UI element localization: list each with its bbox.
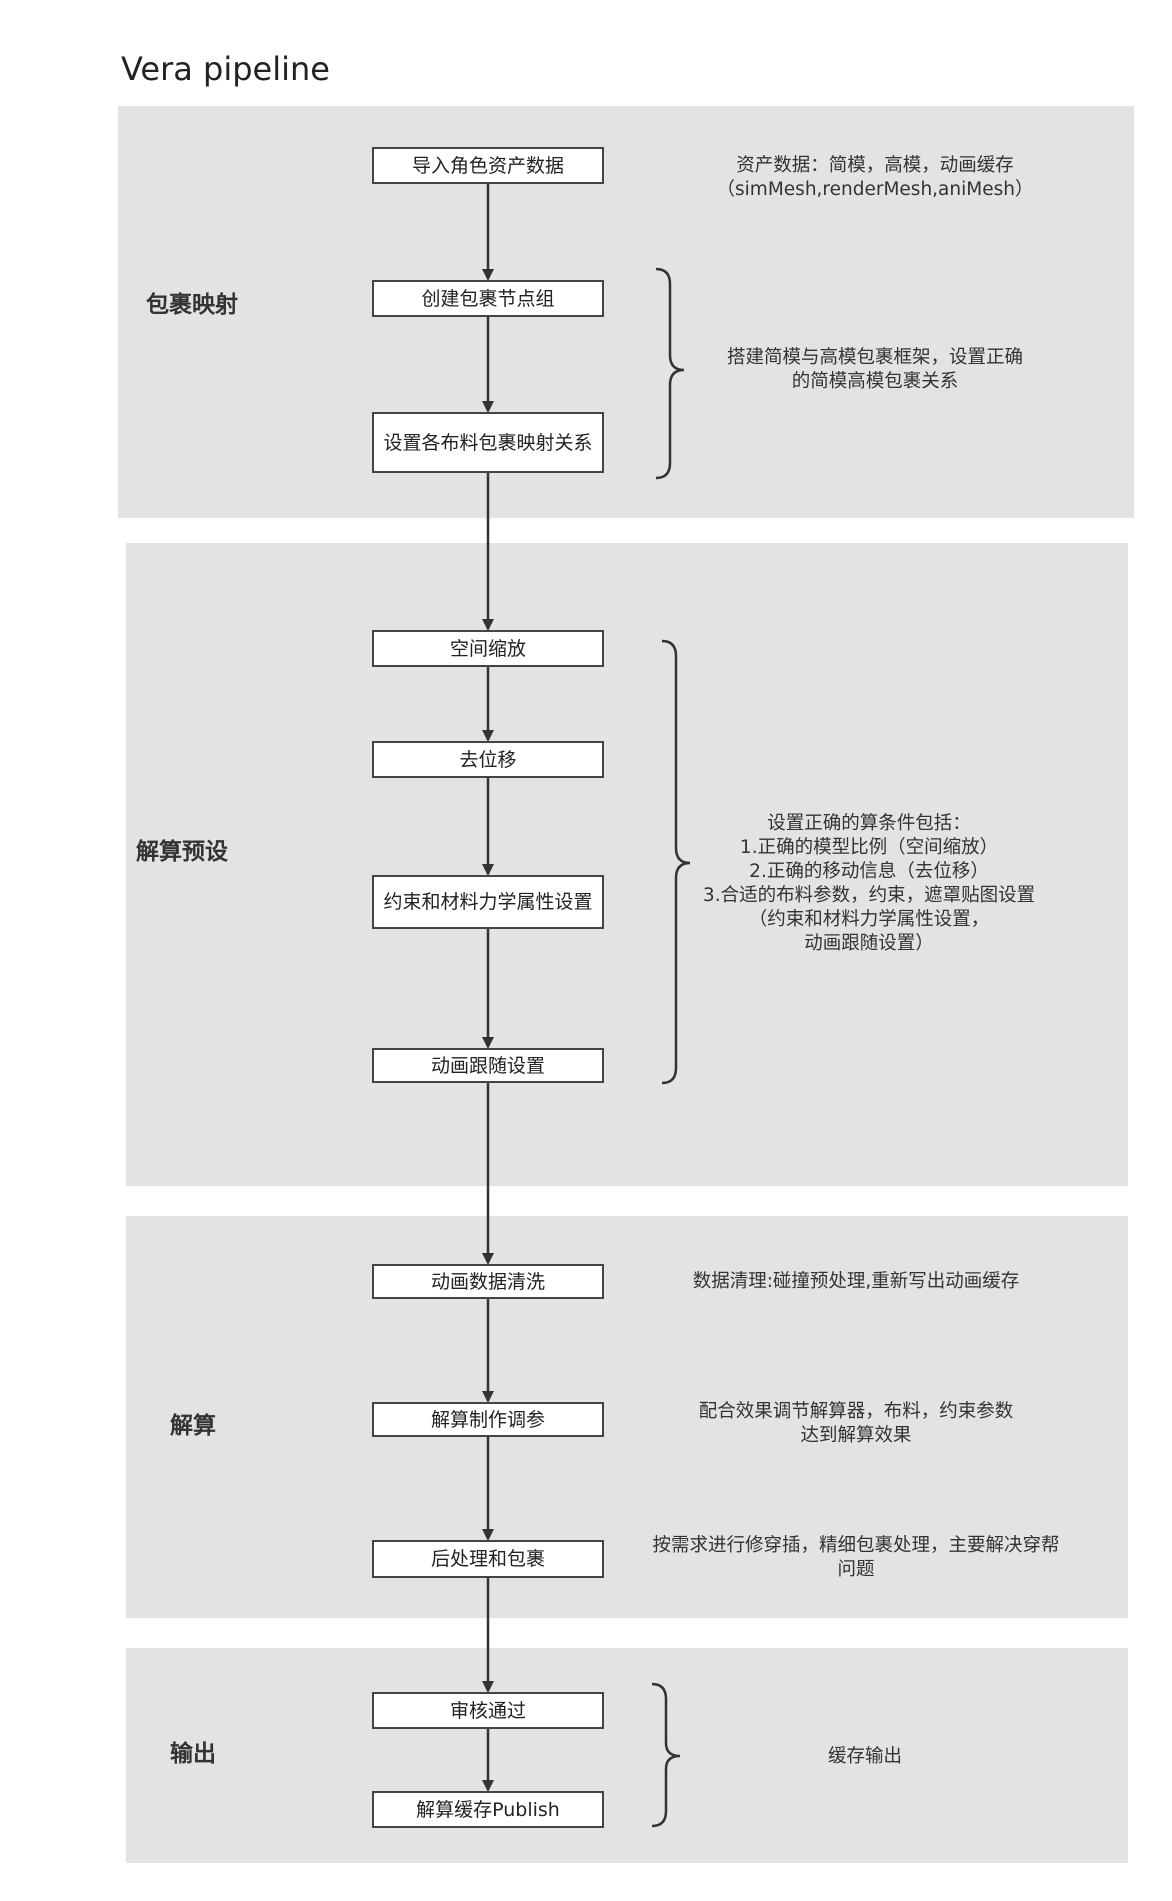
note-cache-output: 缓存输出 — [827, 1746, 902, 1767]
step-review: 审核通过 — [372, 1692, 604, 1729]
step-constraint-material: 约束和材料力学属性设置 — [372, 875, 604, 929]
note-asset-data: 资产数据：简模，高模，动画缓存 （simMesh,renderMesh,aniM… — [716, 155, 1034, 200]
diagram-title: Vera pipeline — [121, 50, 330, 88]
step-publish: 解算缓存Publish — [372, 1791, 604, 1828]
note-post: 按需求进行修穿插，精细包裹处理，主要解决穿帮 问题 — [652, 1535, 1060, 1580]
step-create-wrap-group: 创建包裹节点组 — [372, 280, 604, 317]
band-sim-preset — [126, 543, 1128, 1186]
step-import-assets: 导入角色资产数据 — [372, 147, 604, 184]
step-space-scale: 空间缩放 — [372, 630, 604, 667]
step-remove-offset: 去位移 — [372, 741, 604, 778]
stage-label-wrap-mapping: 包裹映射 — [146, 292, 238, 318]
band-simulation — [126, 1216, 1128, 1618]
note-tuning: 配合效果调节解算器，布料，约束参数 达到解算效果 — [698, 1401, 1014, 1446]
step-anim-follow: 动画跟随设置 — [372, 1048, 604, 1083]
step-post-wrap: 后处理和包裹 — [372, 1540, 604, 1578]
note-wrap-framework: 搭建简模与高模包裹框架，设置正确 的简模高模包裹关系 — [726, 347, 1023, 392]
brace-output — [651, 1682, 681, 1828]
brace-wrap — [655, 267, 685, 480]
note-data-cleanup: 数据清理:碰撞预处理,重新写出动画缓存 — [692, 1271, 1020, 1292]
step-sim-tuning: 解算制作调参 — [372, 1402, 604, 1437]
stage-label-sim-preset: 解算预设 — [136, 839, 228, 865]
band-wrap-mapping — [118, 106, 1134, 518]
step-anim-cleanup: 动画数据清洗 — [372, 1264, 604, 1299]
note-sim-conditions: 设置正确的算条件包括： 1.正确的模型比例（空间缩放） 2.正确的移动信息（去位… — [702, 813, 1036, 954]
band-output — [126, 1648, 1128, 1863]
step-set-cloth-wrap: 设置各布料包裹映射关系 — [372, 412, 604, 473]
stage-label-simulation: 解算 — [170, 1413, 216, 1439]
stage-label-output: 输出 — [170, 1741, 216, 1767]
brace-preset — [661, 639, 691, 1085]
